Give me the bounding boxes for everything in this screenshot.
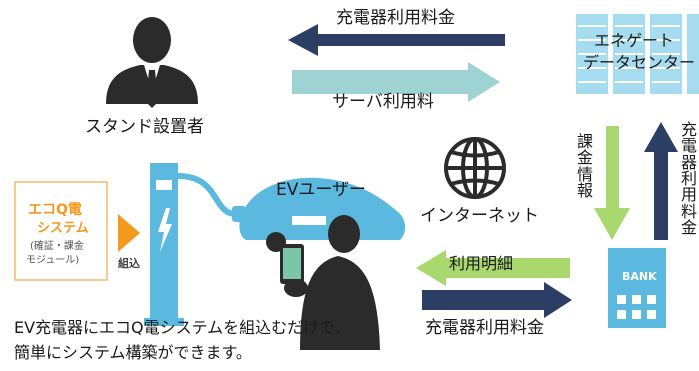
globe-icon (444, 137, 506, 199)
system-box (14, 181, 108, 281)
internet-label: インターネット (420, 206, 539, 226)
arrow-label-charge-fee-top: 充電器利用料金 (336, 8, 455, 28)
charge-fee-vertical-arrow (644, 122, 678, 240)
datacenter-label-line1: エネゲート (594, 31, 675, 50)
charge-fee-arrow-top (288, 24, 505, 56)
install-label: 組込 (118, 257, 140, 270)
stand-owner-label: スタンド設置者 (85, 117, 204, 137)
arrow-label-server-fee: サーバ利用料 (332, 92, 434, 112)
usage-detail-label: 利用明細 (449, 254, 514, 273)
arrow-label-charge-fee-bottom: 充電器利用料金 (425, 318, 544, 338)
caption-line1: EV充電器にエコQ電システムを組込むだけで、 (14, 318, 351, 337)
ev-user-label: EVユーザー (276, 180, 367, 200)
system-sub-line2: モジュール) (26, 255, 80, 266)
caption-line2: 簡単にシステム構築ができます。 (14, 343, 252, 362)
datacenter-label-line2: データセンター (583, 53, 696, 72)
bank-sign: BANK (622, 270, 657, 283)
ev-user-figure (280, 215, 380, 350)
charge-fee-arrow-bottom (422, 282, 572, 318)
billing-info-arrow (594, 126, 630, 240)
server-fee-arrow (292, 62, 500, 102)
install-arrow (118, 214, 140, 252)
billing-info-label: 課金情報 (576, 132, 593, 200)
system-logo: エコQ電 (28, 202, 82, 218)
usage-detail-arrow (416, 250, 570, 286)
stand-owner-figure (106, 17, 198, 108)
charge-fee-vertical-label: 充電器利用料金 (680, 120, 697, 237)
system-title: システム (37, 221, 89, 236)
bank-icon (608, 248, 666, 328)
ev-charger-icon (144, 163, 246, 326)
system-sub-line1: (確証・課金 (30, 241, 84, 252)
